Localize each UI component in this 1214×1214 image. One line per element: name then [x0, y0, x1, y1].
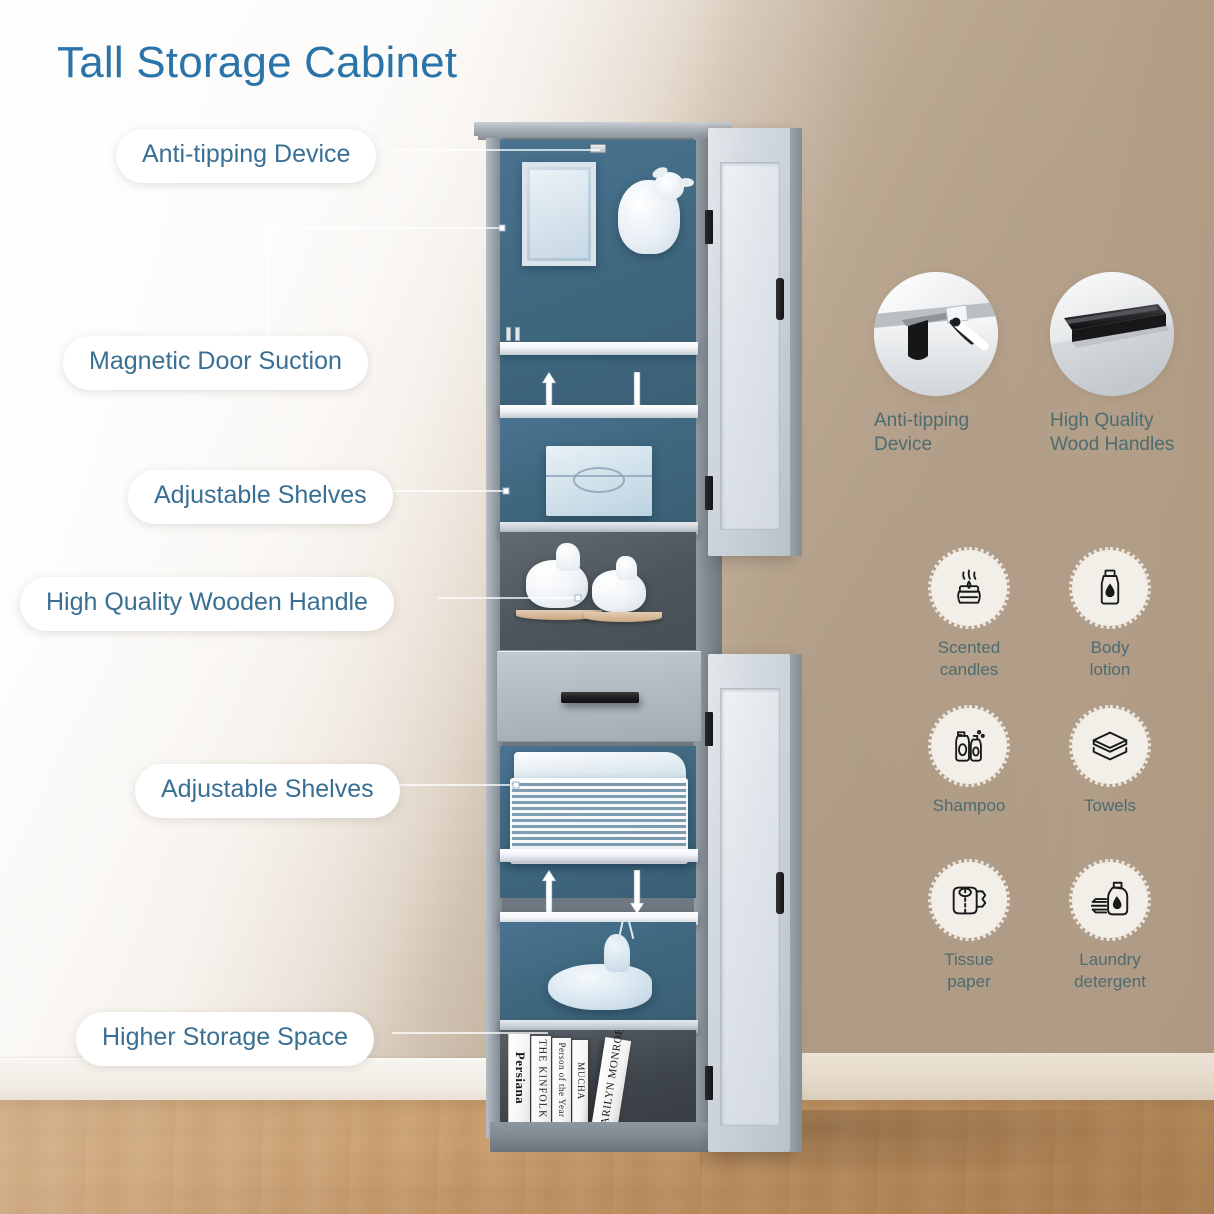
magnetic-suction-upper-2 [515, 327, 520, 341]
gift-box-decor [546, 446, 652, 516]
door-hinge-icon [705, 476, 713, 510]
compartment-basket [500, 746, 696, 898]
door-panel-upper [720, 162, 780, 530]
shelf-6 [500, 1020, 698, 1033]
compartment-gift [500, 418, 696, 528]
callout-anti-tipping-device[interactable]: Anti-tipping Device [116, 129, 377, 183]
door-panel-lower [720, 688, 780, 1126]
callout-adjustable-shelves-bottom[interactable]: Adjustable Shelves [135, 764, 400, 818]
rocking-horse-small [592, 556, 646, 612]
shelf-3 [500, 522, 698, 535]
tall-storage-cabinet: Persiana THE KINFOLK Person of the Year … [474, 122, 802, 1152]
book-spine: THE KINFOLK [531, 1036, 551, 1122]
item-label: Shampoo [932, 796, 1006, 815]
tissue-icon [928, 859, 1010, 941]
door-hinge-icon [705, 712, 713, 746]
shampoo-icon [928, 705, 1010, 787]
page-title: Tall Storage Cabinet [57, 38, 458, 87]
lower-door-handle[interactable] [776, 872, 784, 914]
callout-magnetic-door-suction[interactable]: Magnetic Door Suction [63, 336, 368, 390]
drawer-handle[interactable] [561, 692, 639, 703]
shelf-1 [500, 342, 698, 355]
cabinet-top-face [478, 133, 730, 140]
rocker-base-small [584, 612, 662, 622]
lower-cabinet-door[interactable] [705, 654, 802, 1152]
compartment-deer [500, 922, 696, 1027]
item-label: Towels [1084, 796, 1136, 815]
black-bar-handle-photo [1050, 272, 1174, 396]
cabinet-drawer[interactable] [496, 650, 702, 742]
towels-icon [1069, 705, 1151, 787]
callout-high-quality-wooden-handle[interactable]: High Quality Wooden Handle [20, 577, 394, 631]
compartment-books: Persiana THE KINFOLK Person of the Year … [500, 1030, 696, 1122]
upper-cabinet-door[interactable] [705, 128, 802, 556]
detergent-icon [1069, 859, 1151, 941]
shelf-2 [500, 405, 698, 418]
compartment-top [500, 140, 696, 440]
upper-door-handle[interactable] [776, 278, 784, 320]
cabinet-plinth [490, 1122, 726, 1152]
item-towels[interactable]: Towels [1050, 705, 1170, 817]
cabinet-top-cap [474, 122, 732, 136]
book-spine-leaning: MARILYN MONROE [592, 1030, 632, 1122]
picture-frame-decor [522, 162, 596, 266]
folded-towels [514, 752, 686, 782]
rocker-base-large [516, 610, 602, 620]
sheep-figurine [618, 165, 694, 254]
anti-tip-bracket [590, 144, 606, 153]
callout-higher-storage-space[interactable]: Higher Storage Space [76, 1012, 374, 1066]
lotion-icon [1069, 547, 1151, 629]
anti-tip-bracket-photo [874, 272, 998, 396]
shelf-4 [500, 849, 698, 862]
candle-icon [928, 547, 1010, 629]
book-spine: MUCHA [572, 1040, 588, 1122]
rocking-horse-large [526, 543, 588, 608]
door-hinge-icon [705, 1066, 713, 1100]
book-spine: Person of the Year [552, 1038, 571, 1122]
callout-adjustable-shelves-top[interactable]: Adjustable Shelves [128, 470, 393, 524]
item-shampoo[interactable]: Shampoo [909, 705, 1029, 817]
cabinet-left-side [486, 138, 502, 1138]
compartment-horses [500, 532, 696, 650]
magnetic-suction-upper [506, 327, 511, 341]
door-hinge-icon [705, 210, 713, 244]
wall-corner-shading [794, 0, 1214, 1110]
shelf-5 [500, 912, 698, 925]
deer-figurine [548, 922, 652, 1010]
book-spine: Persiana [508, 1034, 530, 1122]
